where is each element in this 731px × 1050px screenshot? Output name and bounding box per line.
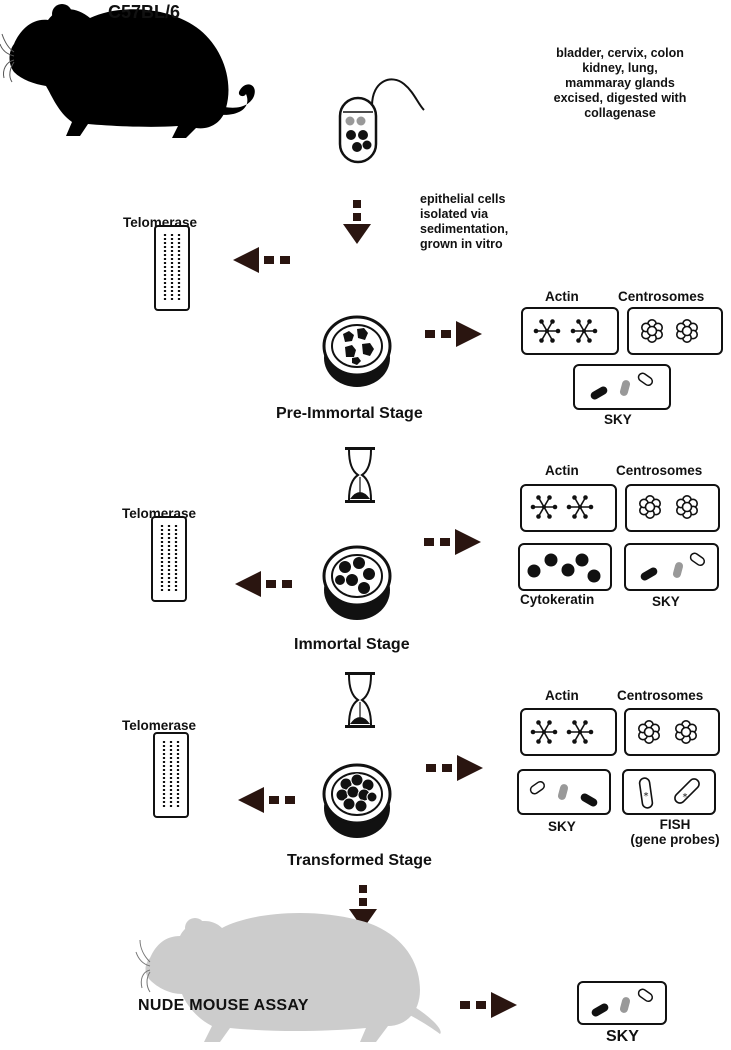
fish-label-main: FISH [659, 817, 691, 832]
actin-panel-3 [520, 708, 617, 756]
actin-panel-2 [520, 484, 617, 532]
svg-text:*: * [683, 792, 688, 803]
tissue-note-line: bladder, cervix, colon [556, 46, 684, 60]
arrow-right-4 [460, 992, 517, 1018]
cytokeratin-label: Cytokeratin [520, 592, 595, 607]
actin-label-3: Actin [545, 688, 579, 703]
pre-immortal-dish-icon [322, 315, 392, 387]
tissue-note-line: mammaray glands [565, 76, 675, 90]
hourglass-icon-2 [344, 671, 376, 729]
arrow-right-3 [426, 755, 483, 781]
sky-panel-4 [577, 981, 667, 1025]
sky-label-2: SKY [652, 594, 680, 609]
telomerase-label-3: Telomerase [122, 718, 197, 733]
isolation-note-line: epithelial cells [420, 192, 506, 206]
nude-mouse-assay-label: NUDE MOUSE ASSAY [138, 997, 309, 1014]
telomerase-gel-2 [150, 515, 188, 603]
sky-label-4: SKY [606, 1028, 639, 1045]
immortal-dish-icon [322, 545, 392, 620]
fish-panel: * * [622, 769, 716, 815]
centrosomes-label-3: Centrosomes [617, 688, 704, 703]
isolation-note-line: grown in vitro [420, 237, 503, 251]
arrow-left-2 [235, 571, 292, 597]
centrosomes-label-2: Centrosomes [616, 463, 703, 478]
tissue-tube-icon [338, 78, 425, 164]
centrosomes-label-1: Centrosomes [618, 289, 705, 304]
arrow-down-1 [343, 200, 371, 244]
arrow-left-3 [238, 787, 295, 813]
cytokeratin-panel [518, 543, 612, 591]
svg-text:*: * [644, 791, 649, 802]
tissue-note: bladder, cervix, colon kidney, lung, mam… [530, 46, 710, 121]
telomerase-gel-3 [152, 731, 190, 819]
isolation-note: epithelial cells isolated via sedimentat… [420, 192, 560, 252]
sky-panel-2 [624, 543, 719, 591]
sky-panel-3 [517, 769, 611, 815]
black-mouse-icon [0, 4, 255, 138]
nude-mouse-icon [135, 913, 441, 1042]
centrosomes-panel-2 [625, 484, 720, 532]
arrow-left-1 [233, 247, 290, 273]
actin-label-1: Actin [545, 289, 579, 304]
fish-label: FISH (gene probes) [620, 817, 730, 847]
actin-panel-1 [521, 307, 619, 355]
sky-label-3: SKY [548, 819, 576, 834]
tissue-note-line: excised, digested with [553, 91, 687, 105]
isolation-note-line: isolated via [420, 207, 489, 221]
centrosomes-panel-1 [627, 307, 723, 355]
transformed-dish-icon [322, 763, 392, 838]
sky-panel-1 [573, 364, 671, 410]
fish-label-sub: (gene probes) [630, 832, 720, 847]
strain-label: C57BL/6 [108, 2, 181, 22]
telomerase-label-1: Telomerase [123, 215, 198, 230]
sky-label-1: SKY [604, 412, 632, 427]
tissue-note-line: kidney, lung, [582, 61, 658, 75]
stage-label-transformed: Transformed Stage [287, 852, 432, 869]
stage-label-immortal: Immortal Stage [294, 636, 410, 653]
arrow-right-1 [425, 321, 482, 347]
actin-label-2: Actin [545, 463, 579, 478]
stage-label-pre-immortal: Pre-Immortal Stage [276, 405, 423, 422]
telomerase-label-2: Telomerase [122, 506, 197, 521]
tissue-note-line: collagenase [584, 106, 656, 120]
arrow-right-2 [424, 529, 481, 555]
telomerase-gel-1 [153, 224, 191, 312]
hourglass-icon-1 [344, 446, 376, 504]
centrosomes-panel-3 [624, 708, 720, 756]
isolation-note-line: sedimentation, [420, 222, 509, 236]
